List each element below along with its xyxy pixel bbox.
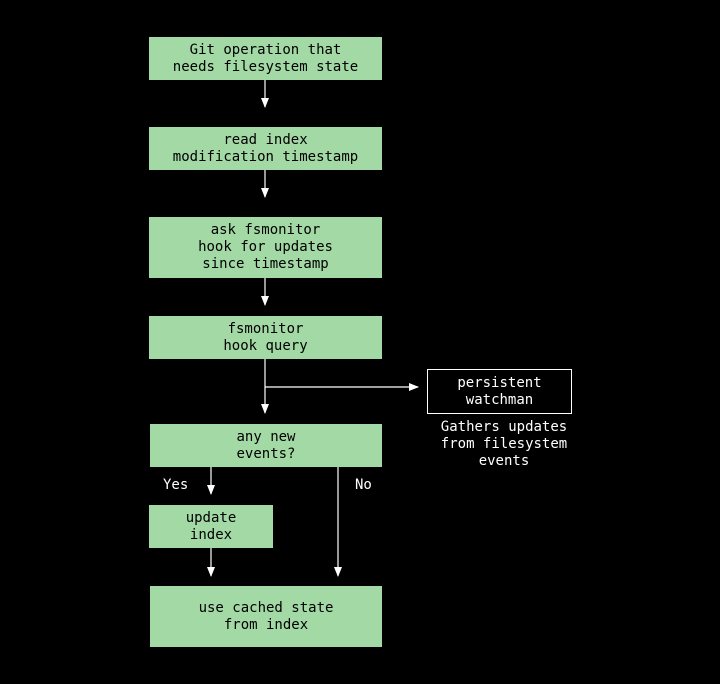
node-persistent-watchman: persistent watchman <box>427 369 572 414</box>
node-line: ask fsmonitor <box>210 222 321 238</box>
node-line: since timestamp <box>202 256 329 272</box>
node-ask-fsmonitor: ask fsmonitor hook for updates since tim… <box>149 217 382 278</box>
node-any-new-events: any new events? <box>150 424 382 467</box>
node-line: needs filesystem state <box>172 58 359 75</box>
node-line: read index <box>223 131 308 148</box>
node-line: events? <box>236 445 296 462</box>
node-line: hook query <box>223 337 308 354</box>
node-use-cached-state: use cached state from index <box>150 586 382 647</box>
node-hook-query: fsmonitor hook query <box>149 316 382 359</box>
note-line: Gathers updates <box>440 419 568 435</box>
node-line: update <box>185 509 237 526</box>
node-line: hook for updates <box>198 239 333 255</box>
node-line: use cached state <box>198 599 334 616</box>
node-line: fsmonitor <box>227 320 304 337</box>
node-read-index: read index modification timestamp <box>149 127 382 170</box>
node-line: any new <box>236 428 296 445</box>
node-git-operation: Git operation that needs filesystem stat… <box>149 37 382 80</box>
node-line: from index <box>223 616 309 633</box>
node-line: Git operation that <box>189 41 342 58</box>
watchman-note: Gathers updates from filesystem events <box>427 419 581 470</box>
node-line: modification timestamp <box>172 148 359 165</box>
edge-label-yes: Yes <box>163 477 189 493</box>
note-line: events <box>478 453 530 469</box>
node-line: index <box>189 526 233 543</box>
edge-label-no: No <box>355 477 372 493</box>
node-line: watchman <box>465 391 534 408</box>
node-update-index: update index <box>149 505 273 548</box>
note-line: from filesystem <box>440 436 568 452</box>
node-line: persistent <box>457 374 542 391</box>
